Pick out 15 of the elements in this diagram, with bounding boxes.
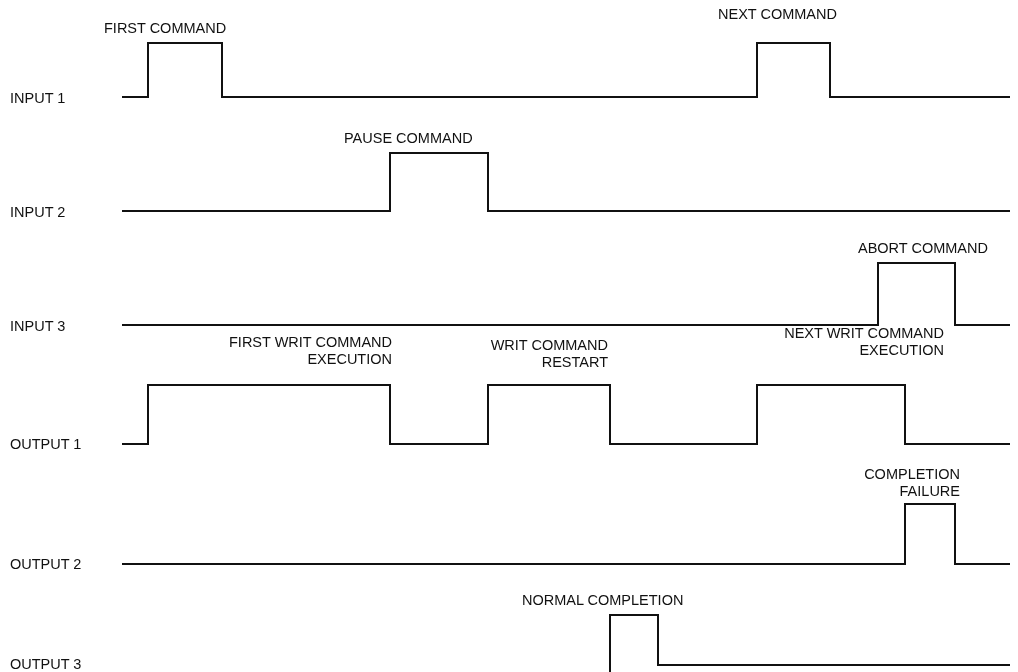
pulse-annotation: FIRST COMMAND: [104, 20, 227, 36]
pulse-annotation: WRIT COMMAND RESTART: [490, 337, 608, 370]
signal-name: INPUT 2: [10, 204, 66, 220]
pulse-annotation: NEXT WRIT COMMAND EXECUTION: [784, 325, 944, 358]
signal-name: OUTPUT 2: [10, 556, 82, 572]
signal-name: INPUT 1: [10, 90, 66, 106]
signal-name: INPUT 3: [10, 318, 66, 334]
pulse-annotation: COMPLETION FAILURE: [864, 466, 960, 499]
pulse-annotation: ABORT COMMAND: [858, 240, 988, 256]
signal-name: OUTPUT 3: [10, 656, 82, 672]
pulse-annotation: PAUSE COMMAND: [344, 130, 473, 146]
pulse-annotation: NORMAL COMPLETION: [522, 592, 684, 608]
pulse-annotation: NEXT COMMAND: [718, 6, 837, 22]
pulse-annotation: FIRST WRIT COMMAND EXECUTION: [229, 334, 392, 367]
signal-name: OUTPUT 1: [10, 436, 82, 452]
